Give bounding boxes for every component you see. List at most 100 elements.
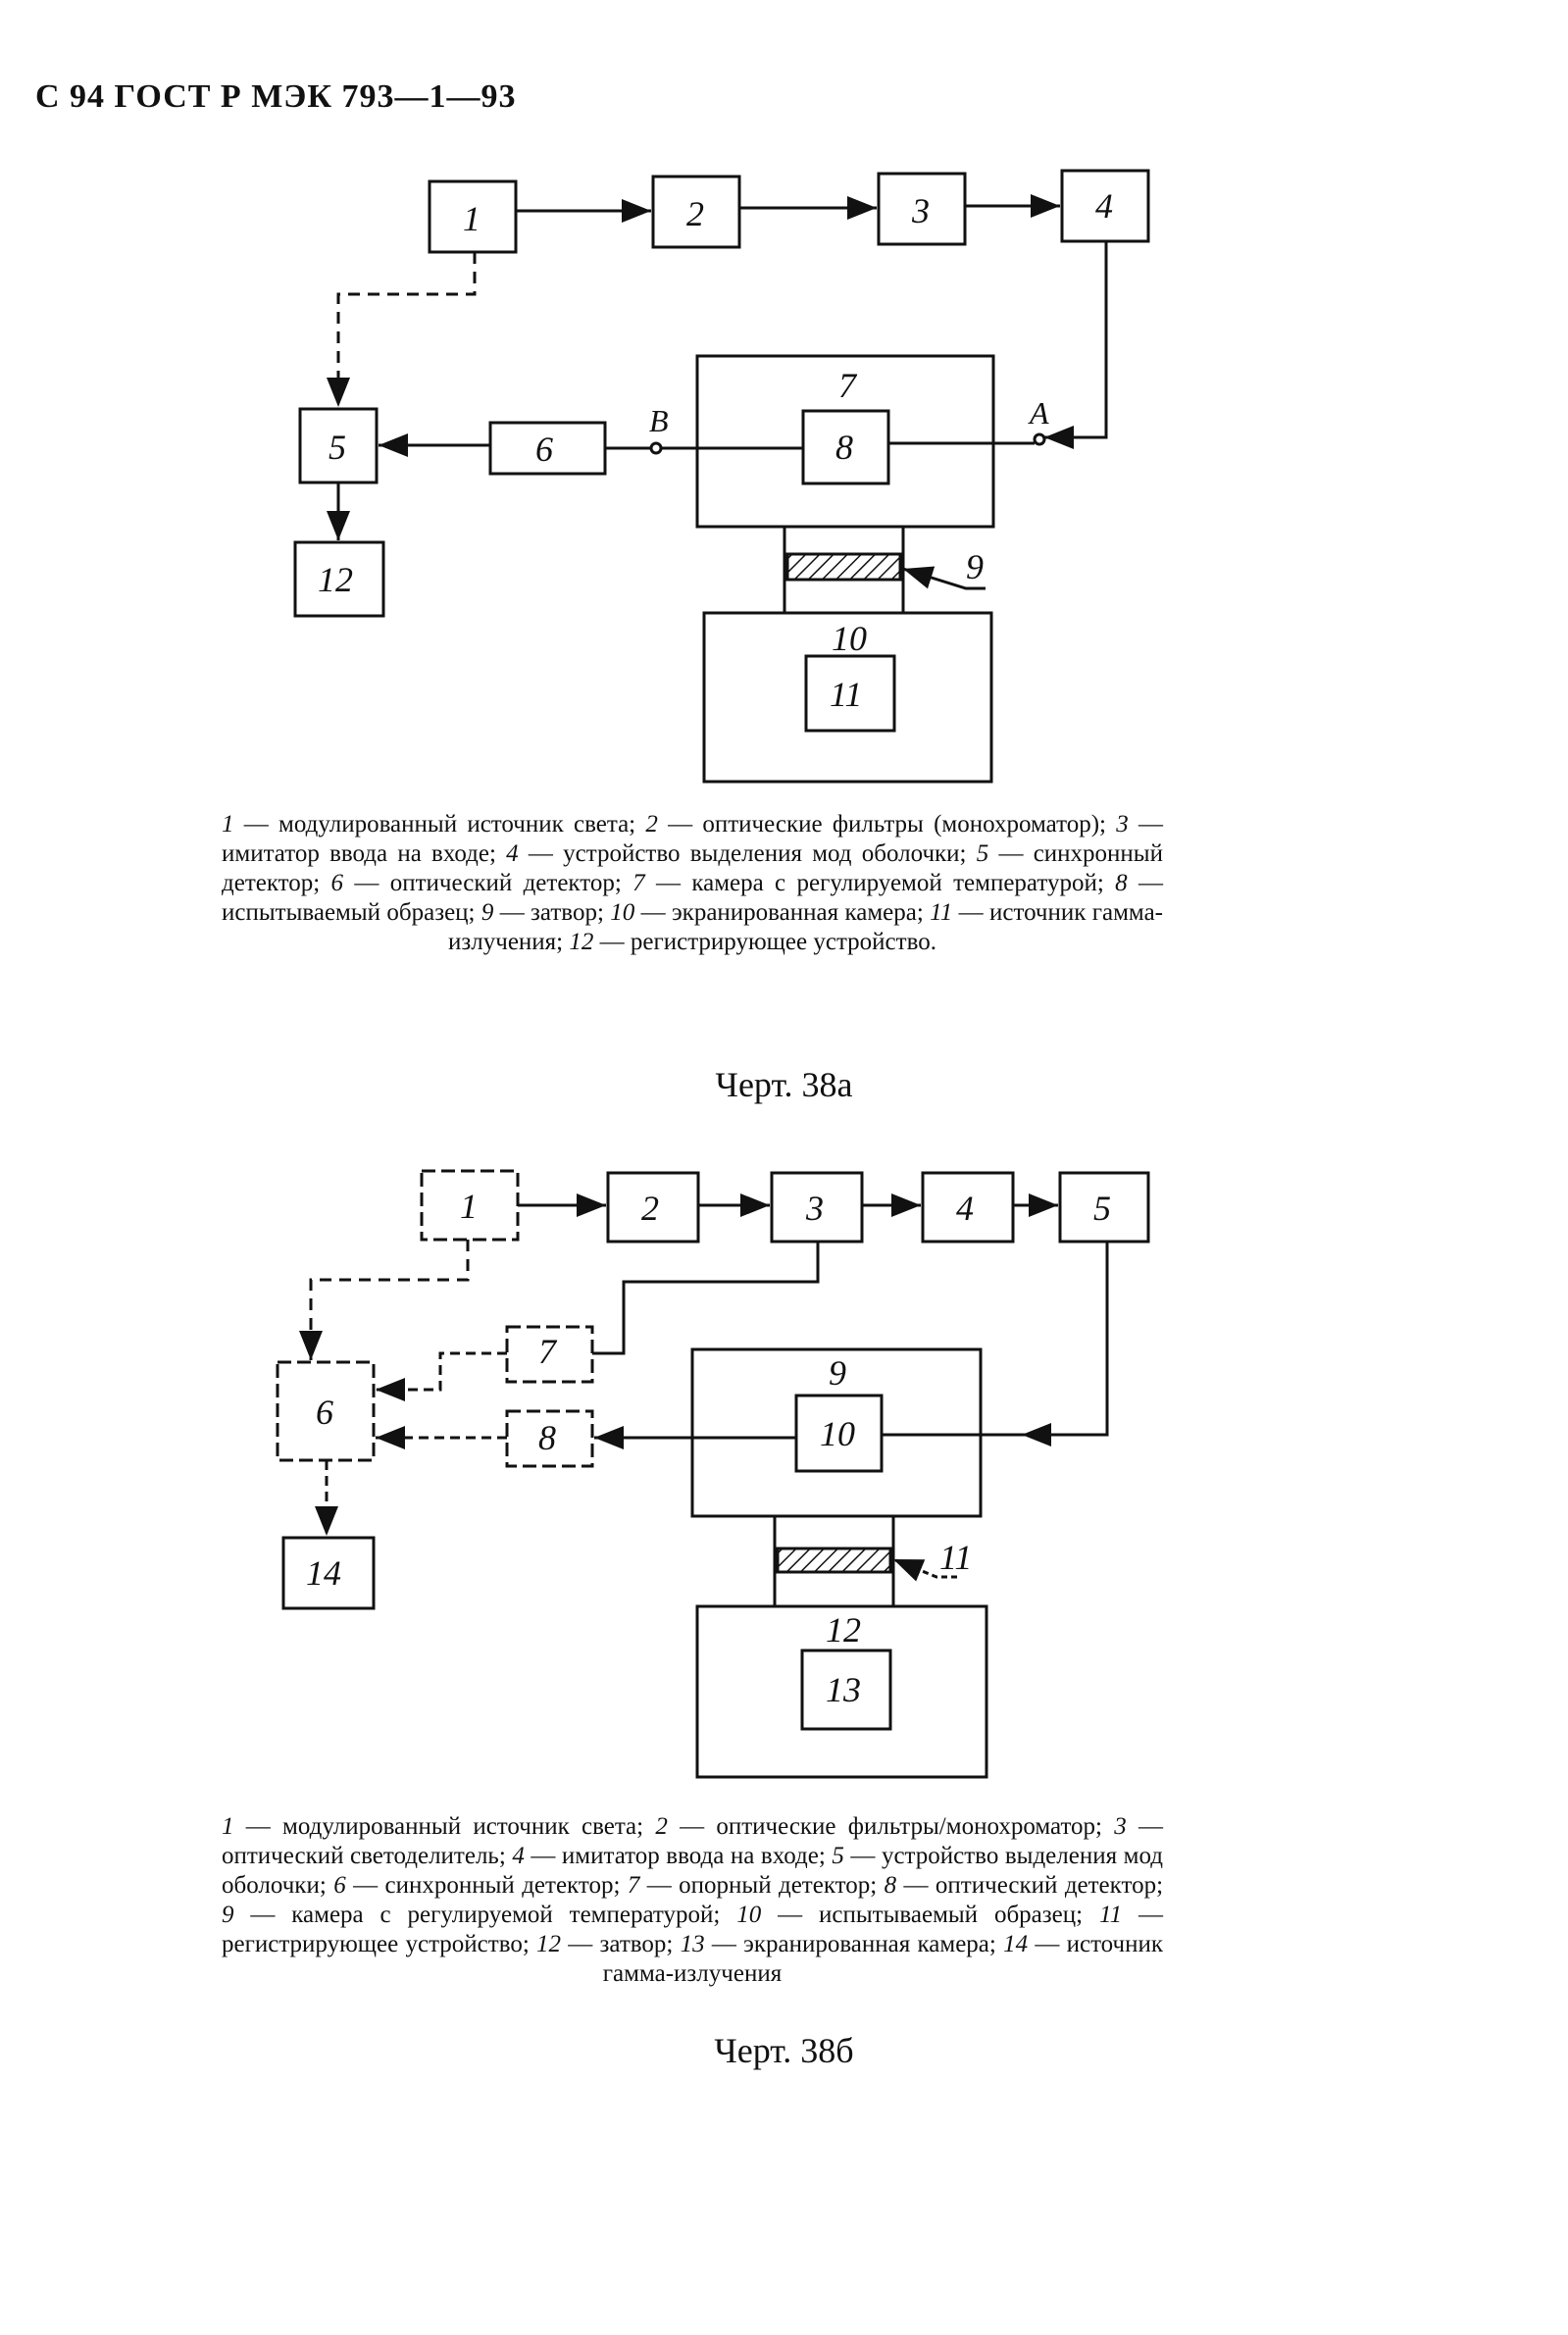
diagram-38a: 1 2 3 4 7 8 5 6 12 9 10 11 A B	[293, 169, 1150, 784]
label-block-5: 5	[329, 428, 346, 467]
legend-text: — регистрирующее устройство;	[222, 1902, 1164, 1957]
legend-number: 10	[610, 899, 635, 926]
block-2b	[606, 1171, 700, 1244]
legend-text: — устройство выделения мод оболочки;	[222, 1843, 1163, 1899]
label-block-9b: 9	[829, 1353, 846, 1393]
legend-text: — испытываемый образец;	[222, 870, 1163, 926]
figure-title-38b: Черт. 38б	[714, 2031, 854, 2070]
legend-number: 1	[222, 1813, 234, 1840]
block-12b	[695, 1604, 988, 1779]
label-block-11b: 11	[939, 1538, 972, 1577]
legend-number: 9	[222, 1902, 234, 1928]
label-block-2: 2	[686, 194, 704, 233]
label-block-12: 12	[318, 560, 353, 599]
legend-text: — затвор;	[561, 1931, 681, 1957]
legend-number: 13	[680, 1931, 705, 1957]
label-block-11: 11	[830, 675, 862, 714]
label-block-4: 4	[1095, 186, 1113, 226]
block-1	[428, 179, 518, 254]
legend-number: 7	[627, 1872, 640, 1899]
label-block-12b: 12	[826, 1610, 861, 1650]
block-7b	[505, 1325, 594, 1384]
block-4b	[921, 1171, 1015, 1244]
legend-text: — экранированная камера;	[634, 899, 931, 926]
legend-text: — имитатор ввода на входе;	[524, 1843, 833, 1869]
label-block-1b: 1	[460, 1187, 478, 1226]
legend-number: 6	[333, 1872, 346, 1899]
legend-text: — синхронный детектор;	[222, 840, 1163, 896]
block-7	[695, 354, 995, 529]
legend-text: — регистрирующее устройство.	[593, 929, 936, 955]
block-11	[804, 654, 896, 733]
legend-text: — устройство выделения мод оболочки;	[518, 840, 977, 867]
block-12	[293, 540, 385, 618]
label-block-6b: 6	[316, 1393, 333, 1432]
block-10	[702, 611, 993, 784]
label-block-5b: 5	[1093, 1189, 1111, 1228]
legend-text: — источник гамма-излучения	[602, 1931, 1163, 1987]
label-block-14b: 14	[306, 1553, 341, 1593]
legend-number: 12	[569, 929, 594, 955]
legend-text: — камера с регулируемой температурой;	[644, 870, 1116, 896]
legend-text: — модулированный источник света;	[233, 811, 646, 838]
legend-text: — оптические фильтры/монохроматор;	[667, 1813, 1115, 1840]
caption-38a: 1 — модулированный источник света; 2 — о…	[222, 810, 1163, 957]
block-2	[651, 175, 741, 249]
legend-text: — оптические фильтры (монохроматор);	[657, 811, 1117, 838]
legend-number: 14	[1003, 1931, 1029, 1957]
label-block-6: 6	[535, 430, 553, 469]
label-block-2b: 2	[641, 1189, 659, 1228]
legend-text: — оптический детектор;	[896, 1872, 1164, 1899]
legend-number: 9	[481, 899, 494, 926]
label-block-7b: 7	[538, 1332, 558, 1371]
label-block-9: 9	[966, 547, 984, 586]
legend-text: — модулированный источник света;	[233, 1813, 656, 1840]
legend-text: — имитатор ввода на входе;	[222, 811, 1164, 867]
page-header: С 94 ГОСТ Р МЭК 793—1—93	[35, 78, 517, 115]
caption-38b: 1 — модулированный источник света; 2 — о…	[222, 1812, 1163, 1989]
block-14b	[281, 1536, 376, 1610]
legend-number: 11	[1098, 1902, 1123, 1928]
figure-title-38a: Черт. 38а	[715, 1065, 853, 1104]
label-block-7: 7	[838, 366, 858, 405]
legend-number: 10	[736, 1902, 762, 1928]
legend-number: 8	[884, 1872, 897, 1899]
label-point-b: B	[649, 403, 669, 438]
legend-number: 8	[1115, 870, 1128, 896]
legend-number: 4	[512, 1843, 525, 1869]
legend-text: — синхронный детектор;	[345, 1872, 628, 1899]
legend-text: — оптический детектор;	[343, 870, 633, 896]
legend-text: — источник гамма-излучения;	[448, 899, 1163, 955]
block-5b	[1058, 1171, 1150, 1244]
label-block-3: 3	[911, 191, 930, 230]
label-block-4b: 4	[956, 1189, 974, 1228]
legend-number: 11	[930, 899, 953, 926]
legend-text: — экранированная камера;	[704, 1931, 1004, 1957]
label-block-13b: 13	[826, 1670, 861, 1709]
legend-number: 2	[655, 1813, 668, 1840]
label-block-10b: 10	[820, 1414, 855, 1453]
legend-number: 3	[1114, 1813, 1127, 1840]
legend-number: 4	[506, 840, 519, 867]
block-3	[877, 172, 967, 246]
label-block-10: 10	[832, 619, 867, 658]
legend-number: 12	[536, 1931, 562, 1957]
legend-text: — испытываемый образец;	[761, 1902, 1099, 1928]
legend-number: 6	[330, 870, 344, 896]
legend-number: 5	[832, 1843, 844, 1869]
legend-number: 2	[645, 811, 658, 838]
block-9b	[690, 1347, 983, 1518]
shutter-11b	[776, 1547, 892, 1574]
legend-number: 3	[1116, 811, 1129, 838]
block-13b	[800, 1649, 892, 1731]
shutter-9	[785, 552, 902, 582]
label-block-8: 8	[835, 428, 853, 467]
label-point-a: A	[1028, 395, 1049, 431]
legend-number: 5	[976, 840, 989, 867]
label-block-8b: 8	[538, 1418, 556, 1457]
legend-text: — оптический светоделитель;	[222, 1813, 1163, 1869]
legend-text: — опорный детектор;	[639, 1872, 885, 1899]
label-block-1: 1	[463, 199, 481, 238]
label-block-3b: 3	[805, 1189, 824, 1228]
diagram-38b: 1 2 3 4 5 6 7 8 9 10 11 12 13 14	[276, 1169, 1150, 1779]
